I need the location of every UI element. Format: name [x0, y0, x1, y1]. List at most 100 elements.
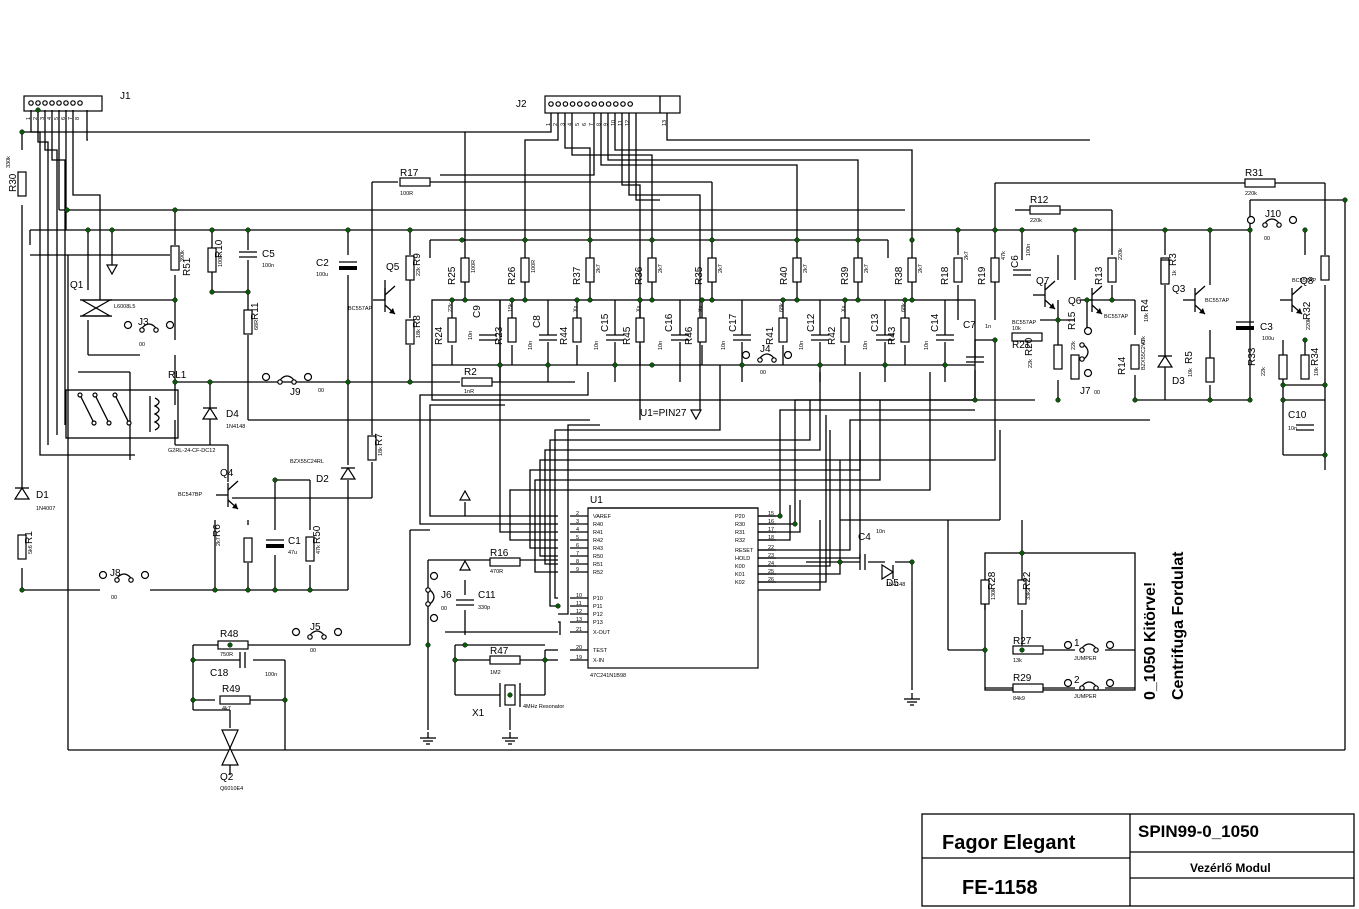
junction-dot	[1109, 297, 1115, 303]
transistor-lead	[1091, 285, 1103, 296]
junction-dot	[1247, 227, 1253, 233]
jumper-j9	[261, 372, 313, 385]
junction-dot	[1055, 317, 1061, 323]
resistor-body	[853, 257, 863, 283]
capacitor-c2	[339, 261, 357, 270]
jumper-ref: J10	[1265, 209, 1282, 220]
resistor-body	[1017, 579, 1027, 605]
jumper-value: 00	[1094, 390, 1100, 396]
jumper-pin	[291, 379, 297, 385]
resistor-body	[243, 309, 253, 335]
ic-pin-name: RESET	[735, 548, 754, 554]
jumper-pad-1	[291, 627, 301, 637]
junction-dot	[699, 297, 705, 303]
junction-dot	[555, 603, 561, 609]
resistor-ref: R31	[1245, 168, 1264, 179]
jumper-value: 00	[139, 342, 145, 348]
resistor-r43	[900, 317, 910, 343]
ic-pin-name: R31	[735, 530, 745, 536]
resistor-body	[405, 255, 415, 281]
resistor-ref: R22	[1022, 571, 1033, 590]
resistor-r24	[447, 317, 457, 343]
relay-contact-dot	[106, 420, 112, 426]
junction-dot	[522, 297, 528, 303]
transistor-ref: Q3	[1172, 284, 1186, 295]
supply-arrow	[458, 559, 472, 571]
capacitor-c11	[456, 599, 474, 606]
resistor-ref: R4	[1140, 299, 1151, 312]
diode-d3	[1156, 354, 1174, 368]
resistor-r27	[1012, 645, 1044, 655]
capacitor-value: 10n	[658, 341, 664, 350]
junction-dot	[1019, 550, 1025, 556]
junction-dot	[909, 559, 915, 565]
resistor-value: 390k	[180, 250, 186, 262]
ic-pin-name: R50	[593, 554, 603, 560]
jumper-pin	[1093, 647, 1099, 653]
diode-ref: D4	[226, 409, 239, 420]
diode-symbol	[13, 486, 31, 500]
resistor-r46	[697, 317, 707, 343]
jumper-pin	[425, 587, 431, 593]
capacitor-c4	[859, 554, 866, 570]
junction-dot	[1280, 397, 1286, 403]
junction-dot	[282, 697, 288, 703]
resistor-ref: R6	[212, 524, 223, 537]
transistor-q4	[216, 480, 239, 510]
resistor-r38	[907, 257, 917, 283]
jumper-pad-1	[429, 571, 439, 581]
resistor-r10	[207, 247, 217, 273]
diode-part: 1N4007	[36, 506, 55, 512]
resistor-value: 130k	[991, 588, 997, 600]
diode-part: 1N4148	[226, 424, 245, 430]
transistor-ref: Q6	[1068, 296, 1082, 307]
resistor-ref: R7	[374, 433, 385, 446]
title-block: Fagor Elegant FE-1158 SPIN99-0_1050 Vezé…	[921, 813, 1355, 907]
resistor-value: 2k7	[918, 264, 924, 273]
ic-pin-name: P13	[593, 620, 603, 626]
j1-pin	[28, 100, 34, 106]
junction-dot	[190, 697, 196, 703]
resistor-ref: R10	[214, 239, 225, 258]
capacitor-ref: C17	[728, 313, 739, 332]
resistor-body	[990, 257, 1000, 283]
jumper-pad-1	[1063, 678, 1073, 688]
triac-part: L6008L5	[114, 304, 135, 310]
resistor-ref: R3	[1168, 253, 1179, 266]
jumper-j6	[425, 571, 439, 623]
resistor-ref: R44	[559, 326, 570, 345]
j2-ref: J2	[516, 99, 527, 110]
ic-pin-number: 5	[576, 535, 579, 541]
resistor-value: 100R	[218, 254, 224, 267]
resistor-body	[170, 245, 180, 271]
jumper-pin	[1079, 342, 1085, 348]
resistor-value: 2k7	[803, 264, 809, 273]
junction-dot	[245, 289, 251, 295]
capacitor-ref: C16	[664, 313, 675, 332]
resistor-r20	[1053, 344, 1063, 370]
transistor-lead	[1291, 285, 1303, 296]
resistor-ref: R50	[312, 525, 323, 544]
jumper-pad-2	[429, 613, 439, 623]
ic-pin-number: 7	[576, 551, 579, 557]
relay-coil	[153, 397, 160, 431]
capacitor-ref: C7	[963, 320, 976, 331]
resistor-ref: R27	[1013, 636, 1032, 647]
resistor-value: 18k	[378, 447, 384, 456]
resistor-value: 10k	[1188, 368, 1194, 377]
junction-dot	[982, 647, 988, 653]
transistor-q8	[1280, 285, 1303, 315]
j1-pin	[56, 100, 62, 106]
note-line-1: 0_1050 Kitörve!	[1142, 582, 1159, 700]
j1-pin	[77, 100, 83, 106]
capacitor-ref: C14	[930, 313, 941, 332]
junction-dot	[837, 559, 843, 565]
resistor-r35	[707, 257, 717, 283]
resistor-r51	[170, 245, 180, 271]
resistor-ref: R5	[1184, 351, 1195, 364]
resistor-body	[520, 257, 530, 283]
capacitor-value: 10n	[863, 341, 869, 350]
ic-pin-name: TEST	[593, 648, 608, 654]
resistor-body	[367, 435, 377, 461]
resistor-body	[399, 177, 431, 187]
